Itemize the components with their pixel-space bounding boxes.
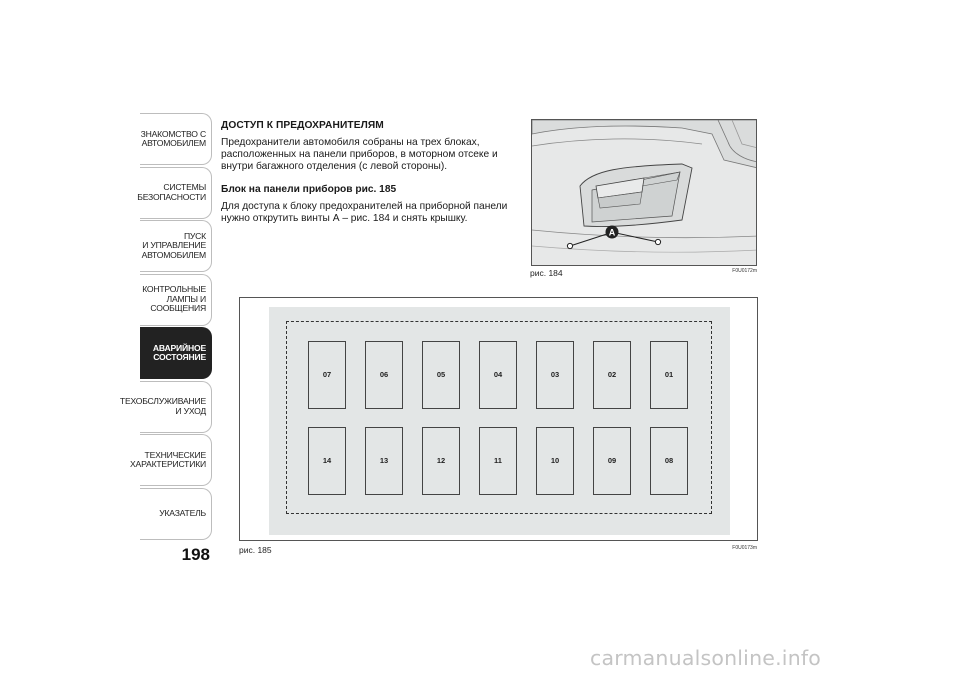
figure-185-code: F0U0173m (732, 545, 757, 551)
figure-184-code: F0U0172m (732, 268, 757, 274)
tab-technical-specs[interactable]: ТЕХНИЧЕСКИЕ ХАРАКТЕРИСТИКИ (130, 434, 212, 486)
fuse-14: 14 (308, 427, 346, 495)
fuse-03: 03 (536, 341, 574, 409)
subheading: Блок на панели приборов рис. 185 (221, 183, 397, 195)
fusebox-panel: 07 06 05 04 03 02 01 14 13 12 11 10 09 0… (269, 307, 730, 535)
fuse-12: 12 (422, 427, 460, 495)
fuse-07: 07 (308, 341, 346, 409)
marker-a-label: A (609, 228, 616, 238)
tab-label: ТЕХНИЧЕСКИЕ ХАРАКТЕРИСТИКИ (130, 449, 206, 469)
fusebox-outline (286, 321, 712, 514)
fuse-09: 09 (593, 427, 631, 495)
fuse-08: 08 (650, 427, 688, 495)
tab-label: СИСТЕМЫ БЕЗОПАСНОСТИ (137, 182, 206, 202)
fuse-13: 13 (365, 427, 403, 495)
section-heading: ДОСТУП К ПРЕДОХРАНИТЕЛЯМ (221, 120, 384, 131)
tab-label: КОНТРОЛЬНЫЕ ЛАМПЫ И СООБЩЕНИЯ (142, 284, 206, 314)
tab-warning-lights[interactable]: КОНТРОЛЬНЫЕ ЛАМПЫ И СООБЩЕНИЯ (140, 273, 212, 326)
tab-label: ТЕХОБСЛУЖИВАНИЕ И УХОД (119, 396, 206, 416)
tab-label: УКАЗАТЕЛЬ (159, 507, 206, 518)
figure-184-caption: рис. 184 (530, 268, 563, 278)
tab-starting-driving[interactable]: ПУСК И УПРАВЛЕНИЕ АВТОМОБИЛЕМ (140, 220, 212, 272)
tab-label: ЗНАКОМСТВО С АВТОМОБИЛЕМ (140, 128, 207, 148)
intro-paragraph: Предохранители автомобиля собраны на тре… (221, 137, 498, 173)
figure-185-caption: рис. 185 (239, 545, 272, 555)
figure-184-illustration: A (531, 119, 757, 266)
fuse-01: 01 (650, 341, 688, 409)
dashboard-illustration: A (532, 120, 756, 265)
text-column: ДОСТУП К ПРЕДОХРАНИТЕЛЯМ Предохранители … (221, 120, 516, 235)
watermark: carmanualsonline.info (590, 646, 822, 670)
tab-maintenance[interactable]: ТЕХОБСЛУЖИВАНИЕ И УХОД (120, 380, 212, 433)
tab-label: АВАРИЙНОЕ СОСТОЯНИЕ (152, 342, 206, 362)
tab-index[interactable]: УКАЗАТЕЛЬ (140, 487, 212, 540)
fuse-04: 04 (479, 341, 517, 409)
page-number: 198 (181, 545, 210, 564)
marker-a-badge (605, 225, 619, 239)
tab-label: ПУСК И УПРАВЛЕНИЕ АВТОМОБИЛЕМ (141, 230, 207, 260)
tab-safety-systems[interactable]: СИСТЕМЫ БЕЗОПАСНОСТИ (137, 166, 212, 219)
figure-185-fusebox: 07 06 05 04 03 02 01 14 13 12 11 10 09 0… (239, 297, 758, 541)
fuse-11: 11 (479, 427, 517, 495)
fuse-02: 02 (593, 341, 631, 409)
fuse-10: 10 (536, 427, 574, 495)
fuse-06: 06 (365, 341, 403, 409)
tab-getting-to-know[interactable]: ЗНАКОМСТВО С АВТОМОБИЛЕМ (140, 113, 212, 165)
body-paragraph: Для доступа к блоку предохранителей на п… (221, 200, 508, 224)
tab-emergency[interactable]: АВАРИЙНОЕ СОСТОЯНИЕ (140, 327, 212, 379)
section-tabs: ЗНАКОМСТВО С АВТОМОБИЛЕМ СИСТЕМЫ БЕЗОПАС… (120, 113, 212, 541)
fuse-05: 05 (422, 341, 460, 409)
